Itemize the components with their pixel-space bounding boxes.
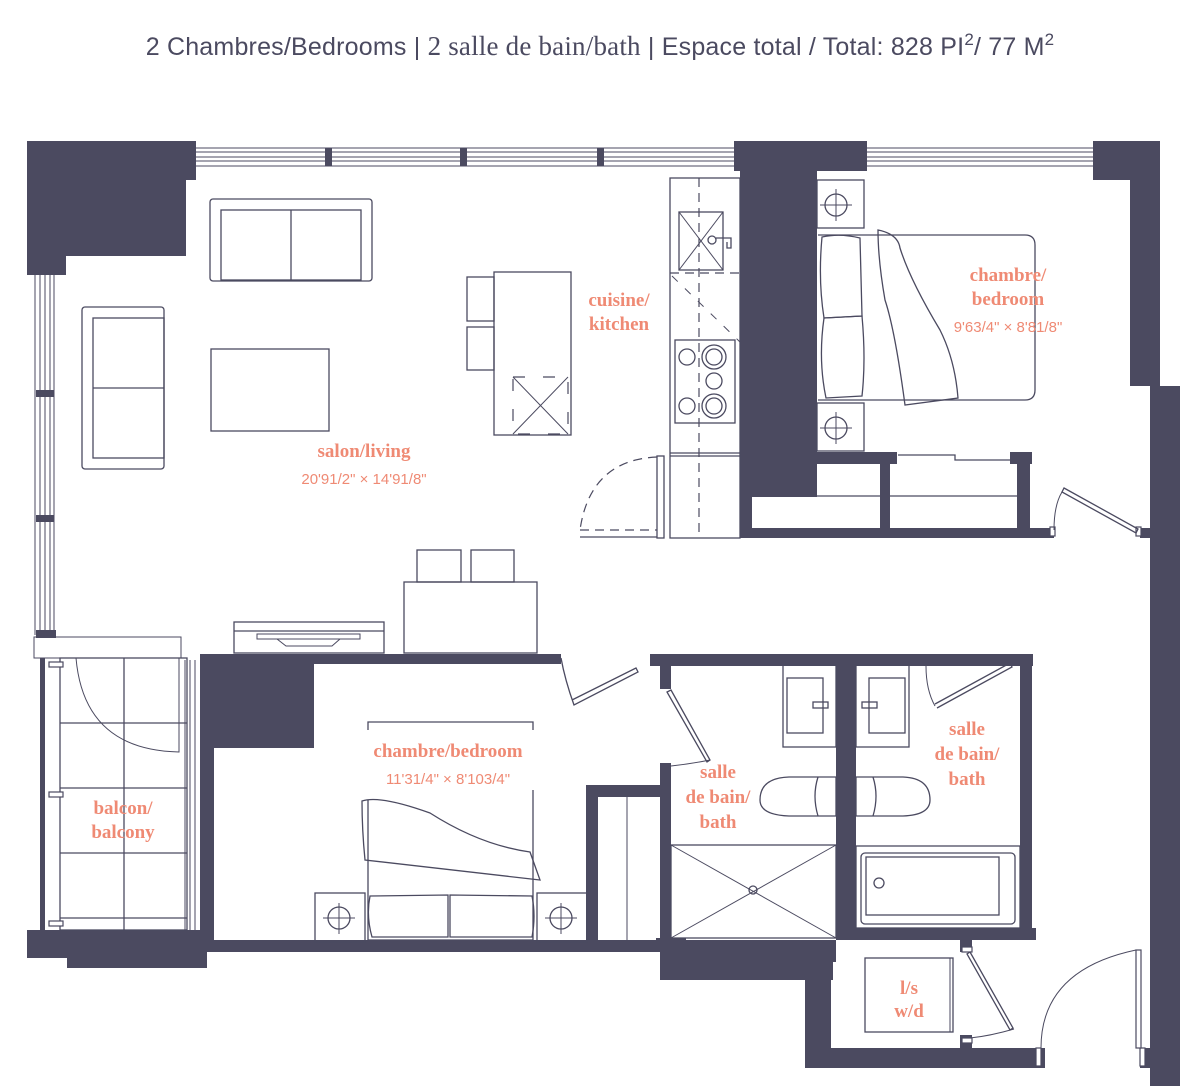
bathroom-2-label-2: de bain/ <box>935 744 1001 765</box>
laundry-entry <box>864 946 1146 1067</box>
kitchen-label-en: kitchen <box>589 314 650 335</box>
bedroom-count: 2 Chambres/Bedrooms <box>145 33 407 61</box>
laundry-label-fr: l/s <box>900 978 918 999</box>
windows <box>34 147 1093 638</box>
bathroom-fixtures <box>666 662 1021 939</box>
laundry-label-en: w/d <box>894 1001 924 1022</box>
living-room-dimensions: 20'91/2" × 14'91/8" <box>301 471 426 488</box>
area-sqft: 828 PI <box>890 33 965 61</box>
bathroom-1-label-2: de bain/ <box>686 787 752 808</box>
bedroom-2-dimensions: 11'31/4" × 8'103/4" <box>386 771 510 788</box>
main-bedroom-label-en: bedroom <box>972 289 1045 310</box>
unit-summary-header: 2 Chambres/Bedrooms | 2 salle de bain/ba… <box>145 30 1055 61</box>
area-sqm: / 77 M <box>973 33 1045 61</box>
bathroom-2-label-1: salle <box>949 719 985 740</box>
balcony-area <box>33 636 196 931</box>
bathroom-1-label-3: bath <box>700 812 737 833</box>
bathroom-2-label-3: bath <box>949 769 986 790</box>
living-room-label: salon/living <box>318 441 411 462</box>
bedroom-2-label: chambre/bedroom <box>373 741 522 762</box>
kitchen-counter <box>579 177 741 539</box>
kitchen-label-fr: cuisine/ <box>588 290 650 311</box>
balcony-label-fr: balcon/ <box>93 798 153 819</box>
total-area-label: Espace total / Total: <box>661 33 891 61</box>
main-bedroom-dimensions: 9'63/4" × 8'81/8" <box>954 319 1063 336</box>
walls <box>27 141 1180 1086</box>
room-labels: salon/living 20'91/2" × 14'91/8" cuisine… <box>91 265 1062 1022</box>
balcony-label-en: balcony <box>91 822 155 843</box>
bedroom-2-furniture <box>314 657 639 943</box>
main-bedroom-furniture <box>752 179 1142 537</box>
living-furniture <box>81 198 572 654</box>
bathroom-count: 2 salle de bain/bath <box>427 31 641 61</box>
main-bedroom-label-fr: chambre/ <box>970 265 1047 286</box>
bathroom-1-label-1: salle <box>700 762 736 783</box>
